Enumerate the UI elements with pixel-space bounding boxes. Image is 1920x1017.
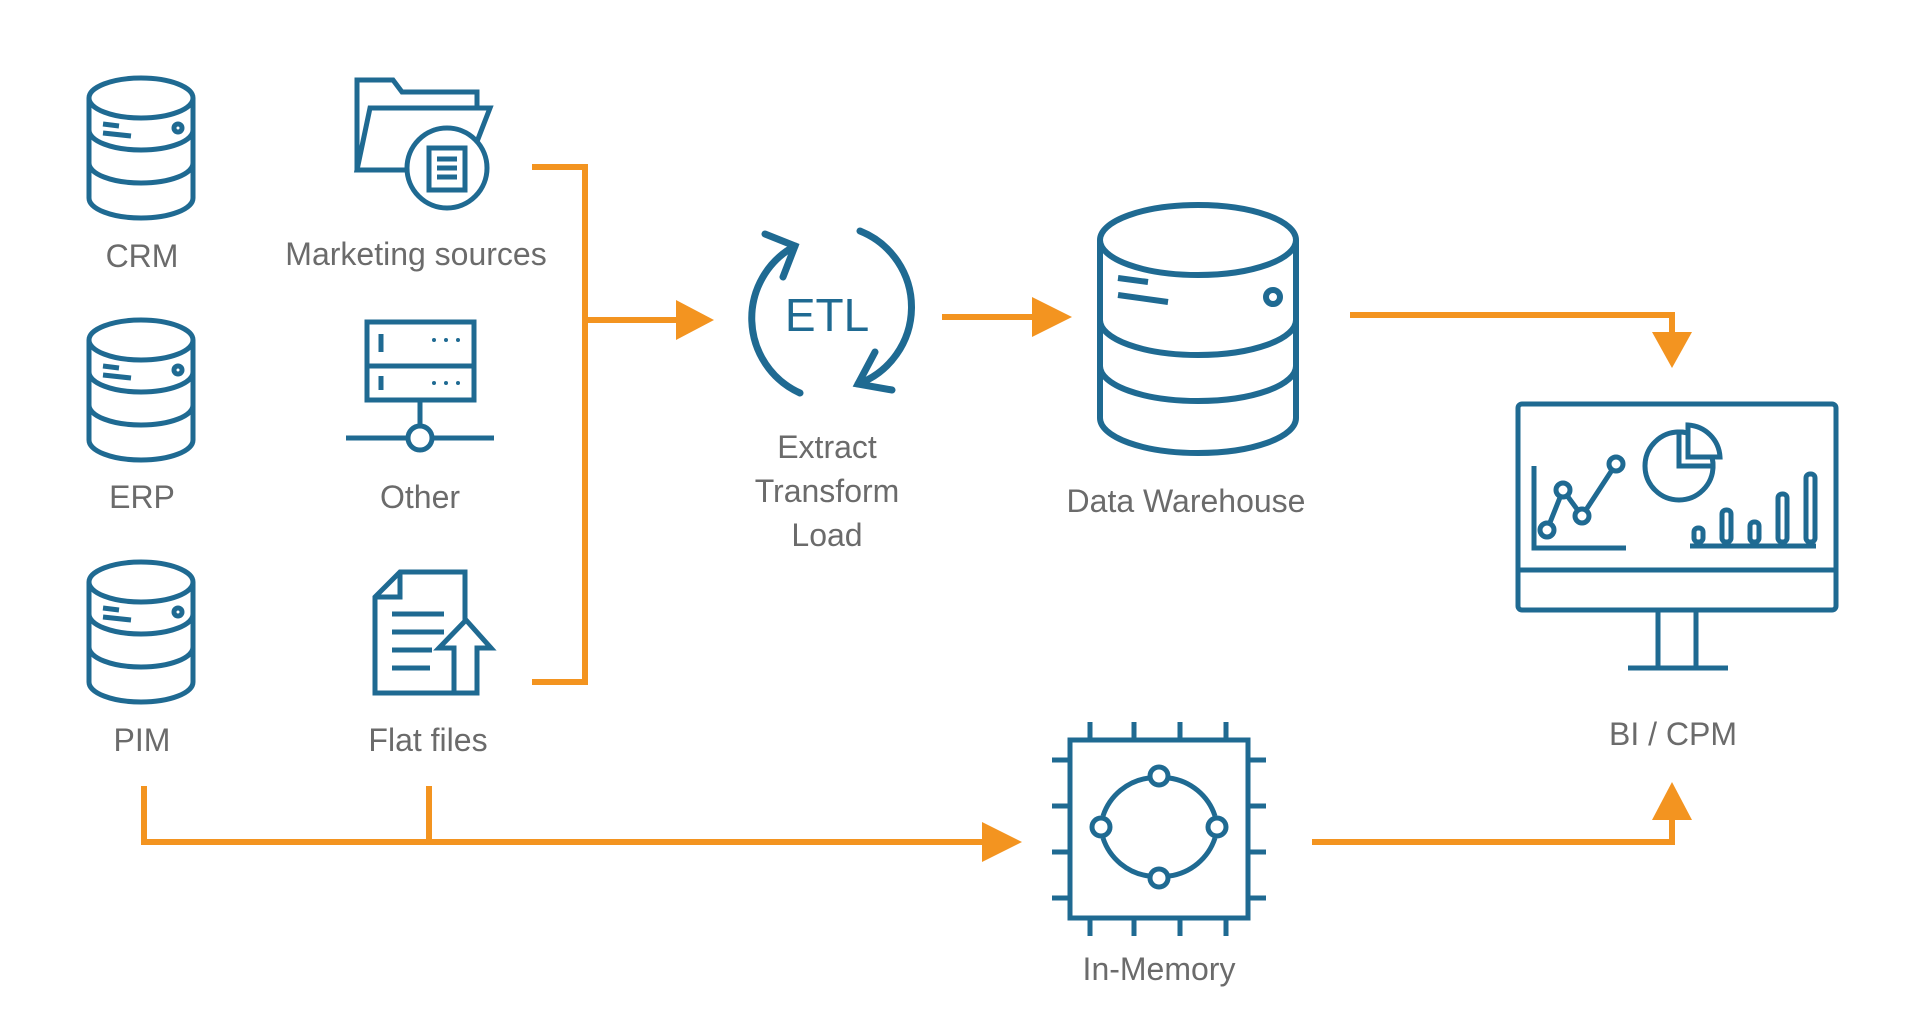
flat-file-upload-icon xyxy=(372,569,497,696)
crm-database-icon xyxy=(86,75,196,221)
inmemory-to-bi-line xyxy=(1312,812,1675,845)
erp-label: ERP xyxy=(109,479,175,515)
arrowhead-to-bi-top xyxy=(1652,332,1692,368)
in-memory-label: In-Memory xyxy=(1083,951,1236,987)
etl-caption-extract: Extract xyxy=(777,429,877,465)
arrowhead-to-warehouse xyxy=(1032,297,1072,337)
arrowhead-to-etl xyxy=(676,300,714,340)
erp-database-icon xyxy=(86,317,196,463)
marketing-sources-label: Marketing sources xyxy=(285,236,546,272)
in-memory-chip-icon xyxy=(1052,722,1266,936)
server-network-icon xyxy=(346,319,494,453)
etl-caption-load: Load xyxy=(791,517,862,553)
etl-cycle-icon xyxy=(748,227,915,397)
data-warehouse-label: Data Warehouse xyxy=(1067,483,1306,519)
bi-cpm-label: BI / CPM xyxy=(1609,716,1737,752)
data-warehouse-database-icon xyxy=(1097,202,1299,456)
flat-files-label: Flat files xyxy=(368,722,487,758)
pim-label: PIM xyxy=(114,722,171,758)
pim-database-icon xyxy=(86,559,196,705)
bottom-sources-line xyxy=(141,786,988,845)
other-label: Other xyxy=(380,479,460,515)
crm-label: CRM xyxy=(106,238,179,274)
arrowhead-to-bi-bottom xyxy=(1652,782,1692,820)
arrowhead-to-inmemory xyxy=(982,822,1022,862)
source-bracket-line xyxy=(532,164,588,685)
bi-dashboard-monitor-icon xyxy=(1515,401,1839,671)
warehouse-to-bi-line xyxy=(1350,312,1675,336)
arrowheads xyxy=(676,297,1692,862)
connectors xyxy=(141,164,1675,845)
folder-document-icon xyxy=(353,77,494,211)
etl-icon-text: ETL xyxy=(785,289,869,341)
etl-caption-transform: Transform xyxy=(755,473,900,509)
